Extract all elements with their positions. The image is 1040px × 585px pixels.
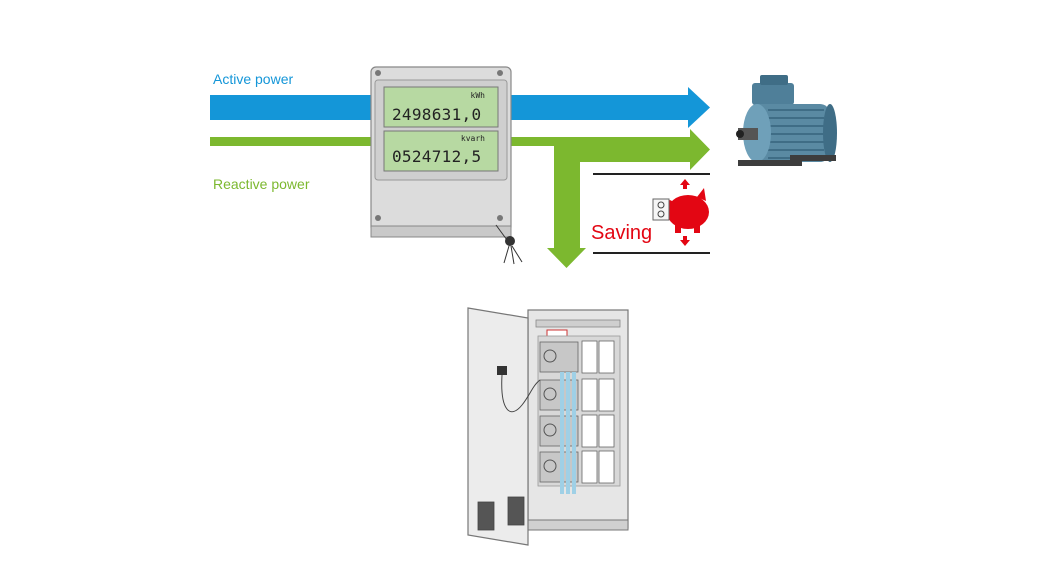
- active-unit-label: kWh: [470, 91, 485, 100]
- active-reading-display: 2498631,0: [392, 105, 482, 124]
- reactive-unit-label: kvarh: [460, 134, 485, 143]
- capacitor-module: [539, 378, 615, 412]
- capacitor-module: [539, 340, 615, 374]
- reactive-power-label: Reactive power: [213, 176, 310, 192]
- capacitor-module: [539, 414, 615, 448]
- saving-label: Saving: [591, 222, 653, 244]
- capacitor-bank-cabinet-icon: [467, 307, 629, 546]
- piggy-bank-icon: [652, 188, 709, 233]
- arrow-up-icon: [680, 179, 690, 189]
- reactive-lcd: [383, 130, 499, 172]
- electric-motor-icon: [736, 75, 837, 166]
- reactive-reading-display: 0524712,5: [392, 147, 482, 166]
- capacitor-module: [539, 450, 615, 484]
- active-power-label: Active power: [213, 71, 294, 87]
- active-lcd: [383, 86, 499, 128]
- arrow-down-icon: [680, 236, 690, 246]
- energy-meter-icon: [370, 66, 523, 265]
